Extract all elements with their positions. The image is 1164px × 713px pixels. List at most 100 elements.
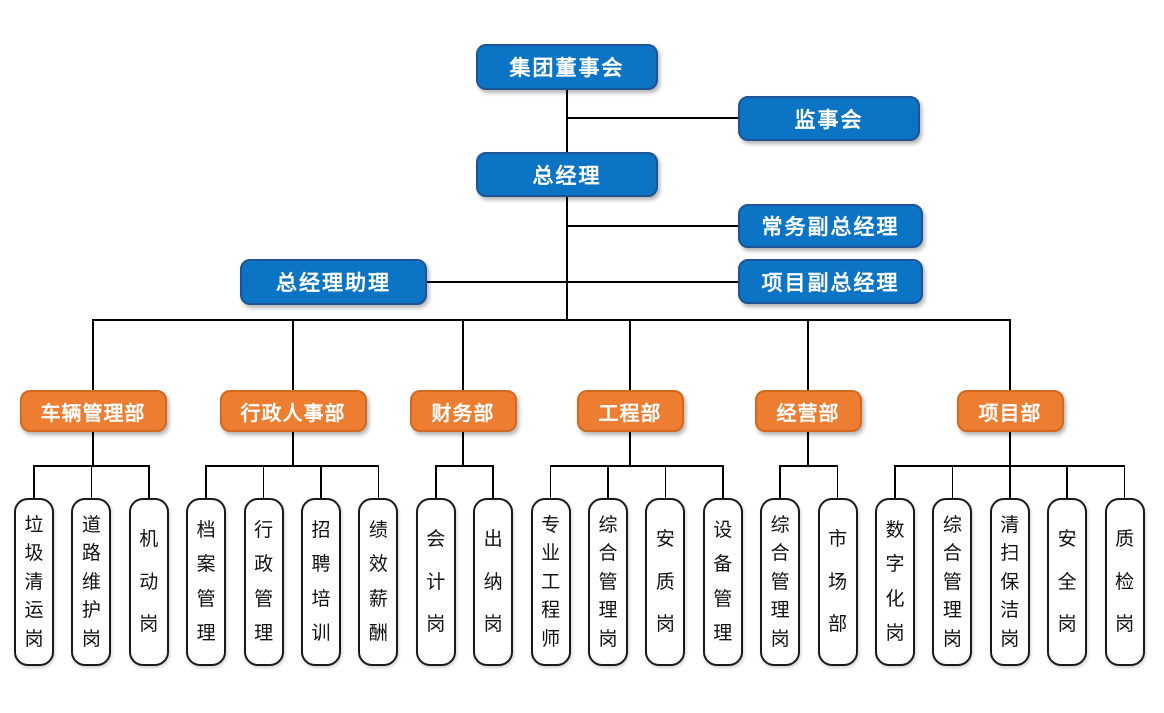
post-label-char: 岗 bbox=[24, 627, 44, 650]
post-node: 招聘培训 bbox=[301, 498, 341, 666]
node-supervisory-board: 监事会 bbox=[738, 96, 920, 141]
connector-line bbox=[206, 465, 379, 467]
post-label-char: 圾 bbox=[24, 542, 44, 564]
post-label-char: 清 bbox=[24, 570, 44, 593]
connector-line bbox=[205, 465, 207, 498]
post-label-char: 理 bbox=[770, 599, 790, 621]
connector-line bbox=[435, 465, 437, 498]
post-label-char: 培 bbox=[311, 587, 331, 610]
post-label-char: 市 bbox=[828, 527, 848, 550]
node-board-of-directors: 集团董事会 bbox=[476, 44, 658, 90]
connector-line bbox=[462, 432, 464, 466]
post-label-char: 全 bbox=[1057, 570, 1077, 593]
dept-node-admin-hr: 行政人事部 bbox=[219, 390, 367, 432]
post-label-char: 理 bbox=[254, 621, 274, 644]
post-label-char: 保 bbox=[1000, 570, 1020, 593]
connector-line bbox=[566, 90, 568, 152]
post-node: 档案管理 bbox=[186, 498, 227, 666]
post-label-char: 会 bbox=[426, 527, 446, 550]
post-label-char: 效 bbox=[368, 553, 388, 576]
post-label-char: 岗 bbox=[139, 613, 159, 636]
connector-line bbox=[549, 465, 552, 498]
connector-line bbox=[320, 465, 322, 498]
post-label-char: 管 bbox=[598, 570, 618, 593]
node-project-deputy-gm: 项目副总经理 bbox=[738, 259, 923, 304]
dept-node-projects: 项目部 bbox=[956, 390, 1064, 432]
post-label-char: 扫 bbox=[1000, 542, 1020, 564]
post-label-char: 招 bbox=[311, 519, 331, 542]
post-node: 市场部 bbox=[817, 498, 858, 666]
connector-line bbox=[148, 465, 150, 498]
post-label-char: 绩 bbox=[368, 519, 388, 542]
connector-line bbox=[33, 465, 35, 498]
post-label-char: 纳 bbox=[483, 570, 503, 593]
connector-line bbox=[607, 465, 609, 498]
post-label-char: 聘 bbox=[311, 553, 331, 576]
post-label-char: 护 bbox=[81, 599, 101, 621]
post-label-char: 部 bbox=[828, 613, 848, 636]
post-node: 清扫保洁岗 bbox=[989, 498, 1030, 666]
post-node: 设备管理 bbox=[702, 498, 743, 666]
post-label-char: 酬 bbox=[368, 621, 388, 644]
post-label-char: 道 bbox=[81, 513, 101, 536]
connector-line bbox=[1009, 465, 1011, 498]
node-gm-assistant: 总经理助理 bbox=[240, 259, 427, 305]
post-label-char: 岗 bbox=[1057, 613, 1077, 636]
node-general-manager: 总经理 bbox=[476, 152, 658, 197]
post-label-char: 计 bbox=[426, 570, 446, 593]
post-label-char: 理 bbox=[598, 599, 618, 621]
post-label-char: 训 bbox=[311, 621, 331, 644]
post-label-char: 岗 bbox=[483, 613, 503, 636]
post-label-char: 岗 bbox=[655, 613, 675, 636]
connector-line bbox=[780, 465, 838, 467]
post-label-char: 岗 bbox=[81, 627, 101, 650]
post-label-char: 行 bbox=[254, 519, 274, 542]
connector-line bbox=[492, 465, 494, 498]
connector-line bbox=[1009, 319, 1011, 390]
connector-line bbox=[1123, 465, 1126, 498]
connector-line bbox=[1066, 465, 1068, 498]
post-label-char: 合 bbox=[598, 542, 618, 564]
post-label-char: 清 bbox=[1000, 513, 1020, 536]
post-label-char: 理 bbox=[196, 621, 216, 644]
post-label-char: 管 bbox=[254, 587, 274, 610]
post-node: 质检岗 bbox=[1104, 498, 1145, 666]
connector-line bbox=[807, 319, 809, 390]
connector-line bbox=[567, 225, 738, 227]
post-label-char: 岗 bbox=[598, 627, 618, 650]
connector-line bbox=[262, 465, 265, 498]
post-label-char: 合 bbox=[770, 542, 790, 564]
post-label-char: 质 bbox=[1115, 527, 1135, 550]
post-label-char: 理 bbox=[713, 621, 733, 644]
connector-line bbox=[894, 465, 896, 498]
post-label-char: 管 bbox=[770, 570, 790, 593]
post-label-char: 管 bbox=[196, 587, 216, 610]
post-label-char: 岗 bbox=[942, 627, 962, 650]
connector-line bbox=[90, 465, 93, 498]
post-node: 综合管理岗 bbox=[588, 498, 628, 666]
post-label-char: 路 bbox=[81, 542, 101, 564]
post-label-char: 合 bbox=[942, 542, 962, 564]
post-label-char: 洁 bbox=[1000, 599, 1020, 621]
post-label-char: 综 bbox=[598, 513, 618, 536]
post-label-char: 综 bbox=[942, 513, 962, 536]
connector-line bbox=[462, 319, 464, 390]
post-node: 数字化岗 bbox=[875, 498, 915, 666]
post-label-char: 案 bbox=[196, 553, 216, 576]
post-label-char: 理 bbox=[942, 599, 962, 621]
post-label-char: 政 bbox=[254, 553, 274, 576]
dept-node-engineering: 工程部 bbox=[576, 390, 684, 432]
connector-line bbox=[1009, 432, 1011, 466]
post-label-char: 动 bbox=[139, 570, 159, 593]
connector-line bbox=[629, 432, 631, 466]
post-node: 会计岗 bbox=[415, 498, 456, 666]
post-label-char: 检 bbox=[1115, 570, 1135, 593]
post-node: 机动岗 bbox=[128, 498, 169, 666]
post-node: 绩效薪酬 bbox=[358, 498, 399, 666]
post-label-char: 维 bbox=[81, 570, 101, 593]
connector-line bbox=[377, 465, 380, 498]
post-label-char: 管 bbox=[942, 570, 962, 593]
post-label-char: 岗 bbox=[426, 613, 446, 636]
connector-line bbox=[427, 281, 738, 283]
